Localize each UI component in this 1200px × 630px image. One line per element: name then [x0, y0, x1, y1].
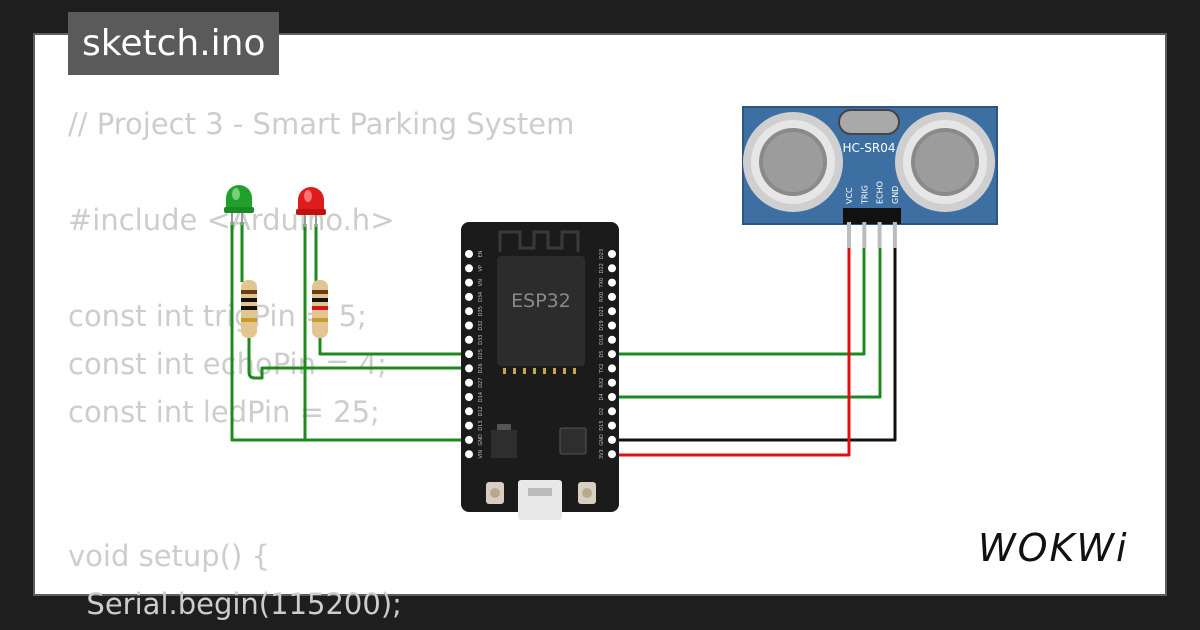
esp32-pin[interactable]	[608, 250, 616, 258]
esp32-pin-label: D4	[599, 393, 605, 400]
esp32-pin-label: D19	[599, 320, 605, 330]
esp32-pin[interactable]	[608, 364, 616, 373]
esp32-pin-label: D22	[599, 263, 605, 273]
esp32-pin-label: D12	[478, 406, 484, 416]
esp32-pin[interactable]	[608, 421, 616, 430]
esp32-pin[interactable]	[465, 407, 473, 416]
esp32-pin[interactable]	[608, 350, 616, 359]
esp32-pin-label: D2	[599, 408, 605, 415]
esp32-pin-label: D21	[599, 306, 605, 316]
wokwi-logo: WOKWi	[978, 526, 1129, 570]
esp32-pin[interactable]	[608, 335, 616, 344]
esp32-pin[interactable]	[608, 307, 616, 316]
esp32-pin-label: D26	[478, 363, 484, 373]
esp32-pin-label: D23	[599, 249, 605, 259]
sensor-pin-label: ECHO	[876, 181, 885, 204]
esp32-pin-label: RX0	[599, 292, 605, 302]
sensor-pin[interactable]	[847, 222, 851, 248]
esp32-pin[interactable]	[465, 421, 473, 430]
esp32-pin[interactable]	[465, 307, 473, 316]
esp32-pin[interactable]	[608, 278, 616, 287]
code-line: Serial.begin(115200);	[68, 587, 402, 621]
esp32-pin-label: D32	[478, 320, 484, 330]
esp32-pin-label: GND	[599, 434, 605, 446]
esp32-pin-label: D13	[478, 420, 484, 430]
wire-d5-trig	[612, 230, 866, 356]
esp32-pin-label: D25	[478, 349, 484, 359]
esp32-pin[interactable]	[465, 393, 473, 401]
esp32-pin[interactable]	[608, 435, 616, 444]
esp32-pin-label: TX0	[599, 278, 605, 289]
sensor-pin[interactable]	[892, 222, 897, 248]
esp32-pin-label: D5	[599, 351, 605, 358]
esp32-pin-label: D18	[599, 335, 605, 345]
sensor-pin[interactable]	[862, 222, 867, 248]
esp32-pin[interactable]	[465, 278, 473, 287]
esp32-pin-label: VIN	[478, 450, 484, 459]
wire-green-resistor-d26	[247, 336, 470, 380]
esp32-pin-label: TX2	[599, 364, 605, 375]
code-background: // Project 3 - Smart Parking System #inc…	[68, 100, 574, 628]
transducer-right	[895, 112, 995, 212]
esp32-board[interactable]: ESP32 ENVPVND34D35D32D33D25D26D27D14D12D…	[461, 222, 619, 520]
esp32-pin[interactable]	[465, 335, 473, 344]
wires	[230, 222, 897, 457]
red-led[interactable]	[296, 187, 326, 227]
esp32-pin-label: D34	[478, 292, 484, 302]
esp32-pin[interactable]	[465, 450, 473, 459]
green-led[interactable]	[224, 185, 254, 225]
esp32-pin[interactable]	[465, 292, 473, 301]
esp32-pin[interactable]	[608, 407, 616, 416]
wire-3v3-vcc	[612, 230, 851, 457]
esp32-pin-label: EN	[478, 250, 484, 257]
esp32-pin[interactable]	[465, 264, 473, 273]
wire-d4-echo	[612, 230, 882, 399]
sensor-pin-label: GND	[891, 186, 900, 204]
code-line: // Project 3 - Smart Parking System	[68, 107, 575, 141]
esp32-pin-label: D15	[599, 420, 605, 430]
esp32-pin[interactable]	[465, 378, 473, 387]
code-line: void setup() {	[68, 539, 270, 573]
esp32-pin-label: 3V3	[599, 449, 605, 459]
esp32-pin-label: VP	[478, 265, 484, 271]
esp32-label: ESP32	[511, 290, 571, 312]
esp32-pin-label: D27	[478, 378, 484, 388]
esp32-pin[interactable]	[608, 450, 616, 459]
sensor-pin-label: VCC	[845, 187, 854, 204]
hc-sr04-sensor[interactable]: HC-SR04 VCC TRIG ECHO GND	[742, 106, 998, 248]
esp32-pin[interactable]	[608, 264, 616, 273]
resistor-green[interactable]	[241, 280, 257, 338]
esp32-pin-label: D33	[478, 335, 484, 345]
esp32-pin[interactable]	[465, 321, 473, 330]
transducer-left	[743, 112, 843, 212]
sensor-pin-headers: VCC TRIG ECHO GND	[845, 181, 900, 248]
esp32-pin[interactable]	[465, 364, 473, 373]
sensor-pin-label: TRIG	[860, 185, 869, 205]
esp32-pin-label: D14	[478, 392, 484, 402]
esp32-pin[interactable]	[465, 250, 473, 258]
code-line: const int ledPin = 25;	[68, 395, 380, 429]
esp32-pin-label: D35	[478, 306, 484, 316]
resistor-red[interactable]	[312, 280, 328, 338]
esp32-pin[interactable]	[608, 292, 616, 301]
esp32-pin[interactable]	[608, 378, 616, 387]
esp32-pin[interactable]	[608, 393, 616, 401]
wire-gnd-gnd	[612, 230, 897, 442]
esp32-pin-label: VN	[478, 279, 484, 286]
esp32-pin[interactable]	[465, 435, 473, 444]
esp32-pin-label: RX2	[599, 378, 605, 388]
esp32-pin[interactable]	[465, 350, 473, 359]
esp32-pin[interactable]	[608, 321, 616, 330]
filename-tab[interactable]: sketch.ino	[68, 12, 280, 75]
wire-green-led-gnd	[230, 222, 470, 442]
sensor-label: HC-SR04	[843, 141, 896, 155]
sensor-pin[interactable]	[877, 222, 882, 248]
esp32-pin-label: GND	[478, 434, 484, 446]
wire-red-resistor-d25	[318, 336, 470, 356]
